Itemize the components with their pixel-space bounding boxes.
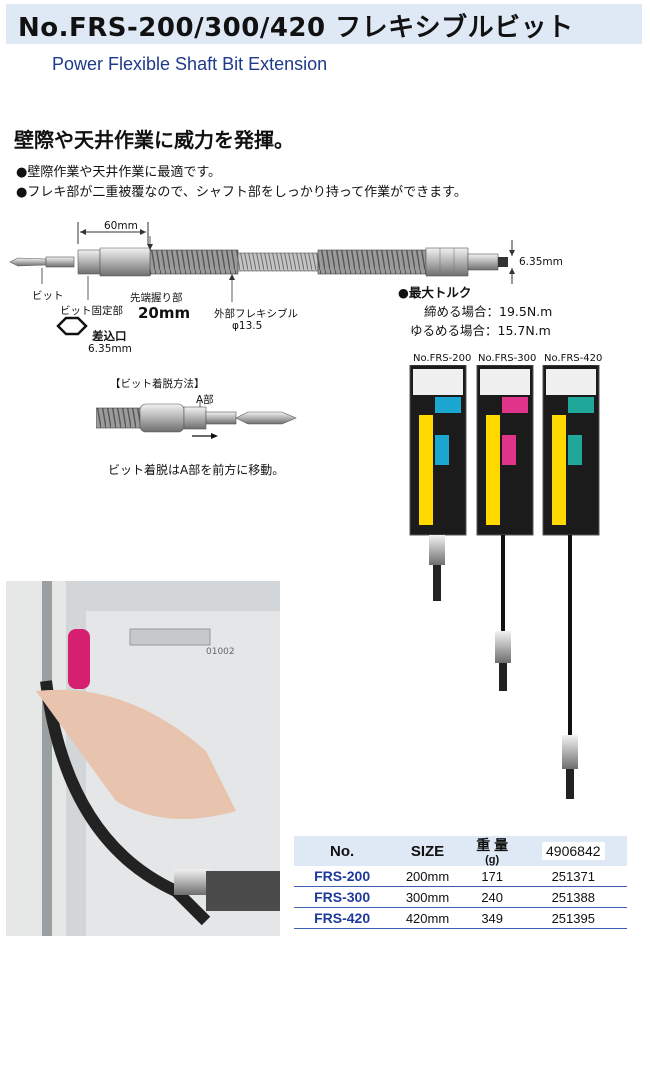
dim-635mm: 6.35mm [519, 256, 563, 268]
col-jan: 4906842 [519, 836, 627, 866]
insert-label: 差込口 [92, 329, 127, 343]
page-subtitle: Power Flexible Shaft Bit Extension [52, 54, 328, 74]
bullet-item: ●壁際作業や天井作業に最適です。 [16, 165, 222, 180]
method-note: ビット着脱はA部を前方に移動。 [108, 463, 285, 477]
title-bar [6, 4, 642, 44]
torque-loosen: ゆるめる場合：15.7N.m [410, 323, 551, 338]
grip-size: 20mm [138, 304, 191, 322]
bit-label: ビット [32, 290, 64, 302]
cell-no: FRS-200 [294, 866, 391, 887]
weight-unit: (g) [485, 853, 500, 866]
torque-title: ●最大トルク [398, 285, 472, 300]
table-row: FRS-420 420mm 349 251395 [294, 907, 627, 929]
col-size: SIZE [390, 836, 465, 866]
bit-fixing-label: ビット固定部 [60, 305, 123, 317]
cell-weight: 171 [464, 866, 520, 887]
col-weight: 重 量(g) [464, 836, 520, 866]
cell-size: 300mm [390, 886, 465, 908]
outer-dia-label: φ13.5 [232, 320, 263, 332]
package-frs-200 [409, 365, 467, 601]
bullet-item: ●フレキ部が二重被覆なので、シャフト部をしっかり持って作業ができます。 [16, 185, 467, 200]
table-header-row: No. SIZE 重 量(g) 4906842 [294, 836, 627, 866]
table-row: FRS-300 300mm 240 251388 [294, 886, 627, 908]
cell-jan: 251395 [519, 907, 627, 929]
package-label-300: No.FRS-300 [478, 353, 537, 364]
insert-size: 6.35mm [88, 343, 132, 355]
package-frs-300 [476, 365, 534, 691]
package-label-420: No.FRS-420 [544, 353, 603, 364]
cell-jan: 251371 [519, 866, 627, 887]
cell-weight: 240 [464, 886, 520, 908]
method-title: 【ビット着脱方法】 [110, 378, 205, 390]
cell-size: 420mm [390, 907, 465, 929]
panel-code: 01002 [206, 647, 235, 657]
spec-table: No. SIZE 重 量(g) 4906842 FRS-200 200mm 17… [294, 836, 627, 929]
method-diagram [96, 400, 297, 439]
cell-weight: 349 [464, 907, 520, 929]
cell-size: 200mm [390, 866, 465, 887]
part-a-label: A部 [196, 394, 214, 406]
dim-60mm: 60mm [104, 220, 138, 232]
grip-label: 先端握り部 [130, 292, 183, 304]
torque-tighten: 締める場合：19.5N.m [424, 304, 553, 319]
package-frs-420 [542, 365, 600, 799]
table-row: FRS-200 200mm 171 251371 [294, 866, 627, 887]
jan-prefix: 4906842 [542, 842, 605, 860]
section-heading: 壁際や天井作業に威力を発揮。 [14, 128, 294, 152]
outer-flex-label: 外部フレキシブル [214, 308, 298, 320]
cell-jan: 251388 [519, 886, 627, 908]
package-label-200: No.FRS-200 [413, 353, 472, 364]
col-no: No. [294, 836, 391, 866]
weight-label: 重 量 [476, 836, 509, 853]
cell-no: FRS-300 [294, 886, 391, 908]
usage-photo: 01002 [6, 581, 280, 936]
package-images [409, 365, 600, 799]
product-diagram [9, 222, 515, 336]
cell-no: FRS-420 [294, 907, 391, 929]
page-title: No.FRS-200/300/420 フレキシブルビット [18, 13, 574, 43]
